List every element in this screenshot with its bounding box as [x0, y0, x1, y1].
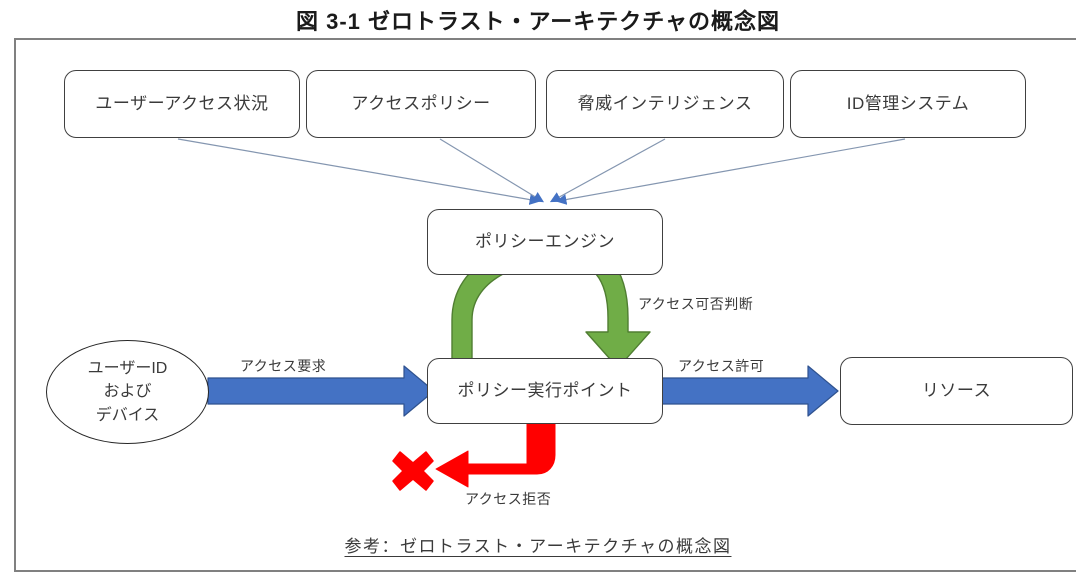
policy-engine-label: ポリシーエンジン	[475, 231, 615, 251]
edge-label-access-decision: アクセス可否判断	[638, 296, 754, 312]
policy-enforcement-point-label: ポリシー実行ポイント	[457, 380, 633, 400]
user-device-label-line3: デバイス	[95, 406, 160, 424]
resource-box[interactable]: リソース	[840, 357, 1073, 425]
input-box-id-management-system[interactable]: ID管理システム	[790, 70, 1026, 138]
edge-label-access-request: アクセス要求	[240, 358, 327, 374]
input-box-label: 脅威インテリジェンス	[577, 93, 753, 113]
policy-enforcement-point-box[interactable]: ポリシー実行ポイント	[427, 358, 663, 424]
user-device-label-group: ユーザーID および デバイス	[88, 357, 168, 427]
figure-title: 図 3-1 ゼロトラスト・アーキテクチャの概念図	[295, 9, 781, 34]
figure-caption: 参考：ゼロトラスト・アーキテクチャの概念図	[0, 532, 1076, 557]
edge-label-access-granted: アクセス許可	[678, 358, 765, 374]
edge-label-access-denied: アクセス拒否	[465, 491, 552, 507]
input-box-user-access-status[interactable]: ユーザーアクセス状況	[64, 70, 300, 138]
input-box-label: ID管理システム	[846, 93, 970, 113]
user-device-ellipse[interactable]: ユーザーID および デバイス	[46, 340, 209, 444]
user-device-label-line2: および	[103, 383, 152, 401]
figure-caption-text: 参考：ゼロトラスト・アーキテクチャの概念図	[344, 537, 732, 556]
input-box-threat-intelligence[interactable]: 脅威インテリジェンス	[546, 70, 784, 138]
input-box-label: アクセスポリシー	[351, 93, 491, 113]
input-box-label: ユーザーアクセス状況	[95, 93, 269, 113]
user-device-label-line1: ユーザーID	[87, 360, 168, 378]
input-box-access-policy[interactable]: アクセスポリシー	[306, 70, 536, 138]
resource-label: リソース	[921, 380, 992, 400]
policy-engine-box[interactable]: ポリシーエンジン	[427, 209, 663, 275]
